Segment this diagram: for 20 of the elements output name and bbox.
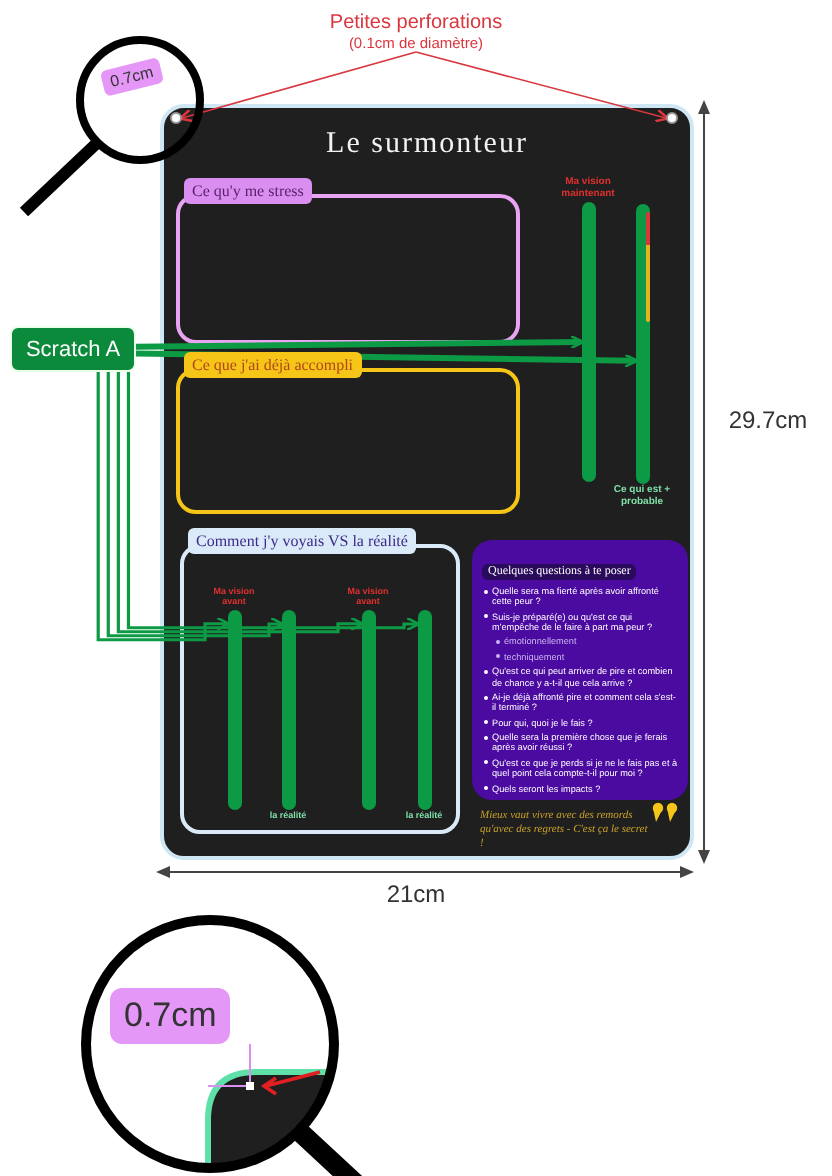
leader-line <box>178 51 417 123</box>
perforation-hole <box>170 112 182 124</box>
poster-card <box>160 104 694 860</box>
dimension-label: 21cm <box>384 880 448 909</box>
callout-title: Petites perforations <box>329 12 503 34</box>
arrow <box>116 372 365 634</box>
dimension-label: 29.7cm <box>726 406 810 435</box>
arrow <box>96 372 231 642</box>
leader-line <box>415 51 670 123</box>
arrow <box>126 372 421 632</box>
section-heading: Ce que j'ai déjà accompli <box>184 352 362 378</box>
arrow <box>106 372 285 638</box>
perforation-hole <box>666 112 678 124</box>
measurement-tag: 0.7cm <box>99 57 164 97</box>
scratch-tag: Scratch A <box>10 326 136 372</box>
section-heading: Ce qu'y me stress <box>184 178 312 204</box>
measurement-tag: 0.7cm <box>110 988 231 1044</box>
arrow <box>135 334 585 350</box>
section-heading: Comment j'y voyais VS la réalité <box>188 528 416 554</box>
poster-title: Le surmonteur <box>324 128 530 162</box>
